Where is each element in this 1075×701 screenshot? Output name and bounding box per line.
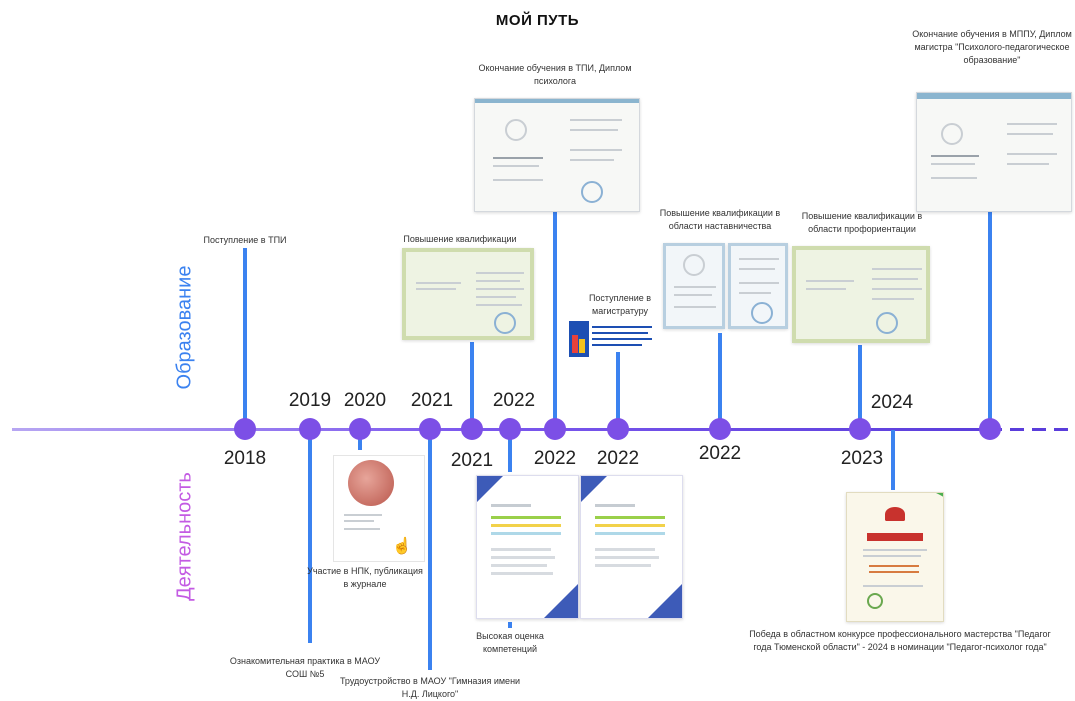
caption-grad-mppu: Окончание обучения в МППУ, Диплом магист…: [912, 29, 1072, 65]
victory-diploma: [846, 492, 944, 622]
timeline-dot: [499, 418, 521, 440]
stem-qual-mentor: [718, 333, 722, 428]
timeline-dot: [544, 418, 566, 440]
stem-practice: [308, 430, 312, 643]
stem-employment: [428, 430, 432, 670]
certificate-qual-1: [402, 248, 534, 340]
caption-grad-tpi: Окончание обучения в ТПИ, Диплом психоло…: [478, 63, 632, 86]
timeline-dot: [349, 418, 371, 440]
timeline-dash: [1010, 428, 1024, 431]
timeline-dash: [1032, 428, 1046, 431]
caption-victory: Победа в областном конкурсе профессионал…: [749, 629, 1051, 652]
year-label: 2018: [223, 448, 267, 469]
year-label: 2024: [870, 392, 914, 413]
publication-image: [348, 460, 394, 506]
victory-emblem-icon: [885, 507, 905, 521]
timeline-dot: [849, 418, 871, 440]
hand-pointer-icon: ☝: [392, 538, 412, 555]
competence-report-2: [580, 475, 683, 619]
year-label: 2023: [840, 448, 884, 469]
year-label: 2022: [596, 448, 640, 469]
year-label: 2022: [492, 390, 536, 411]
year-label: 2022: [533, 448, 577, 469]
activity-side-label: Деятельность: [173, 472, 196, 601]
caption-qual-1: Повышение квалификации: [403, 234, 517, 244]
caption-practice: Ознакомительная практика в МАОУ СОШ №5: [229, 656, 381, 679]
year-label: 2020: [343, 390, 387, 411]
timeline-dash: [1054, 428, 1068, 431]
stem-grad-mppu: [988, 210, 992, 428]
caption-qual-career: Повышение квалификации в области профори…: [801, 211, 923, 234]
caption-qual-mentor: Повышение квалификации в области наставн…: [659, 208, 781, 231]
certificate-mentor-2: [728, 243, 788, 329]
timeline-dot: [709, 418, 731, 440]
stem-npk: [358, 430, 362, 450]
university-logo-text: [592, 324, 654, 354]
year-label: 2019: [288, 390, 332, 411]
certificate-mentor-1: [663, 243, 725, 329]
timeline-dot: [234, 418, 256, 440]
timeline-dot: [419, 418, 441, 440]
timeline-dot: [299, 418, 321, 440]
year-label: 2021: [450, 450, 494, 471]
education-side-label: Образование: [173, 265, 196, 390]
caption-employment: Трудоустройство в МАОУ "Гимназия имени Н…: [339, 676, 521, 699]
competence-report-1: [476, 475, 579, 619]
university-logo-icon: [569, 321, 589, 357]
caption-npk: Участие в НПК, публикация в журнале: [307, 566, 423, 589]
timeline-dot: [461, 418, 483, 440]
publication-poster: ☝: [333, 455, 425, 562]
timeline-dot: [607, 418, 629, 440]
stem-qual-career: [858, 345, 862, 428]
diploma-tpi: [474, 98, 640, 212]
year-label: 2021: [410, 390, 454, 411]
stem-competence-tail: [508, 622, 512, 628]
certificate-career: [792, 246, 930, 343]
stem-victory: [891, 430, 895, 490]
year-label: 2022: [698, 443, 742, 464]
stem-competence: [508, 430, 512, 472]
diploma-mppu: [916, 92, 1072, 212]
caption-competence: Высокая оценка компетенций: [476, 631, 544, 654]
stem-grad-tpi: [553, 212, 557, 428]
stem-enroll-master: [616, 352, 620, 428]
page-title: МОЙ ПУТЬ: [495, 12, 580, 29]
timeline-dot: [979, 418, 1001, 440]
caption-enroll-master: Поступление в магистратуру: [588, 293, 652, 316]
stem-qual-1: [470, 342, 474, 428]
stem-enroll-tpi: [243, 248, 247, 428]
caption-enroll-tpi: Поступление в ТПИ: [203, 235, 287, 245]
